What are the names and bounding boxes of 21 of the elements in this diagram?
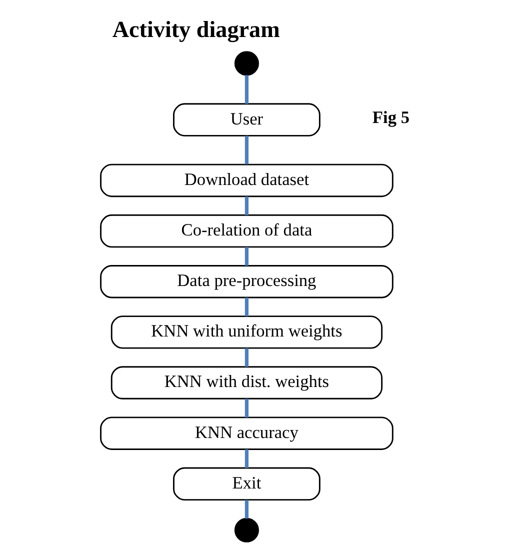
connector [244,398,248,418]
node-circle [234,51,258,76]
node-box: Download dataset [100,164,393,198]
node-box: Exit [172,467,320,501]
node-box: User [172,103,320,136]
connector [244,500,248,519]
label: Fig 5 [372,108,409,127]
connector [244,298,248,316]
connector [244,75,248,104]
connector [244,196,248,216]
diagram-title: Activity diagram [112,16,280,42]
connector [244,247,248,266]
connector [244,348,248,367]
node-box: KNN accuracy [100,416,393,450]
node-box: KNN with uniform weights [110,316,382,349]
connector [244,449,248,468]
node-box: Data pre-processing [100,265,393,298]
connector [244,136,248,164]
node-box: KNN with dist. weights [110,366,382,400]
node-circle [234,518,258,542]
node-box: Co-relation of data [100,214,393,248]
